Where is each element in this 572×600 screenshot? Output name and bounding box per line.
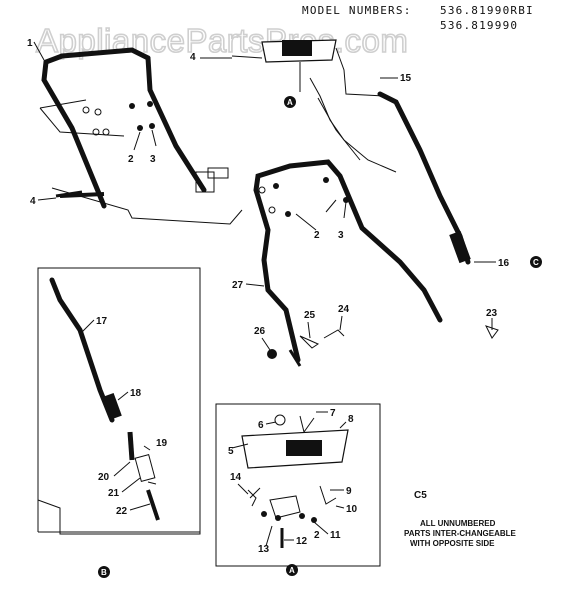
callout-a-bottom: A	[286, 564, 298, 576]
lower-handle-assembly	[253, 159, 443, 367]
part-label-15: 15	[400, 73, 412, 84]
callout-c: C	[530, 256, 542, 268]
part-labels: 1 4 15 4 2 3 2 3 16 27 24 25 26 23 17 18…	[27, 38, 510, 555]
part-label-16: 16	[498, 258, 510, 269]
part-label-23: 23	[486, 308, 498, 319]
part-label-1: 1	[27, 38, 33, 49]
callout-b: B	[98, 566, 110, 578]
inset-a	[215, 403, 381, 567]
part-label-20: 20	[98, 472, 110, 483]
model-number-1: 536.81990RBI	[440, 4, 534, 17]
part-label-12: 12	[296, 536, 308, 547]
part-label-10: 10	[346, 504, 358, 515]
svg-text:B: B	[101, 568, 107, 577]
note-line-2: PARTS INTER-CHANGEABLE	[404, 529, 517, 538]
model-number-2: 536.819990	[440, 19, 518, 32]
part-label-4-lower: 4	[30, 196, 36, 207]
part-label-9: 9	[346, 486, 352, 497]
svg-text:A: A	[289, 566, 295, 575]
lower-bracket-right	[195, 171, 215, 193]
part-label-13: 13	[258, 544, 270, 555]
part-label-26: 26	[254, 326, 266, 337]
svg-text:C: C	[533, 258, 539, 267]
part-label-21: 21	[108, 488, 120, 499]
part-label-25: 25	[304, 310, 316, 321]
hardware-upper	[82, 101, 157, 151]
part-label-11: 11	[330, 530, 341, 541]
part-label-3-upper: 3	[150, 154, 156, 165]
part-label-6: 6	[258, 420, 264, 431]
part-label-14: 14	[230, 472, 242, 483]
part-label-7: 7	[330, 408, 336, 419]
part-label-2-lower: 2	[314, 230, 320, 241]
part-label-17: 17	[96, 316, 108, 327]
part-label-8: 8	[348, 414, 354, 425]
callout-a-top: A	[284, 96, 296, 108]
diagram-code: C5	[414, 490, 427, 501]
model-numbers-label: MODEL NUMBERS:	[302, 4, 412, 17]
svg-text:A: A	[287, 98, 293, 107]
control-box-top	[231, 39, 386, 97]
part-label-19: 19	[156, 438, 168, 449]
part-label-4-upper: 4	[190, 52, 196, 63]
part-label-24: 24	[338, 304, 350, 315]
part-label-2-inset: 2	[314, 530, 320, 541]
part-label-18: 18	[130, 388, 142, 399]
part-label-3-lower: 3	[338, 230, 344, 241]
part-label-22: 22	[116, 506, 128, 517]
note-line-3: WITH OPPOSITE SIDE	[410, 539, 495, 548]
upper-handle-assembly	[41, 47, 229, 209]
note-line-1: ALL UNNUMBERED	[420, 519, 496, 528]
inset-b	[37, 267, 201, 535]
part-label-2-upper: 2	[128, 154, 134, 165]
part-label-5: 5	[228, 446, 234, 457]
part-label-27: 27	[232, 280, 244, 291]
control-switch-icon	[282, 40, 312, 56]
